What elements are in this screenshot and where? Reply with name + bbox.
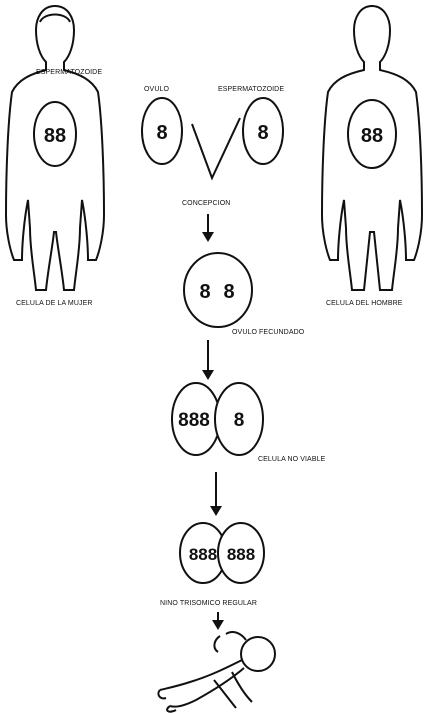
label-ovum: OVULO bbox=[144, 86, 169, 93]
arrow-down-1 bbox=[202, 214, 214, 242]
male-cell-chromosomes: 88 bbox=[361, 125, 383, 147]
final-right-chromosomes: 888 bbox=[227, 545, 255, 564]
split-left-chromosomes: 888 bbox=[178, 410, 210, 431]
trisomic-cells: 888 888 bbox=[180, 523, 264, 583]
fertilized-right-chromosome: 8 bbox=[223, 281, 234, 303]
female-cell: 88 bbox=[34, 102, 76, 166]
arrow-down-2 bbox=[202, 340, 214, 380]
dividing-cell: 888 8 bbox=[172, 383, 263, 455]
fertilized-ovum-cell: 8 8 bbox=[184, 253, 252, 327]
label-fertilized-ovum: OVULO FECUNDADO bbox=[232, 329, 305, 336]
arrow-down-3 bbox=[210, 472, 222, 516]
conception-v bbox=[192, 118, 240, 178]
fertilized-left-chromosome: 8 bbox=[199, 281, 210, 303]
baby-illustration bbox=[158, 632, 275, 712]
female-cell-chromosomes: 88 bbox=[44, 125, 66, 147]
label-sperm: ESPERMATOZOIDE bbox=[218, 86, 284, 93]
male-cell: 88 bbox=[348, 100, 396, 168]
label-female-cell: CELULA DE LA MUJER bbox=[16, 300, 93, 307]
arrow-down-4 bbox=[212, 612, 224, 630]
ovum-cell: 8 bbox=[142, 98, 182, 164]
label-female-sperm: ESPERMATOZOIDE bbox=[36, 69, 102, 76]
sperm-cell: 8 bbox=[243, 98, 283, 164]
ovum-chromosomes: 8 bbox=[156, 122, 167, 144]
label-nonviable-cell: CELULA NO VIABLE bbox=[258, 456, 326, 463]
label-trisomy-child: NINO TRISOMICO REGULAR bbox=[160, 600, 257, 607]
final-left-chromosomes: 888 bbox=[189, 545, 217, 564]
label-conception: CONCEPCION bbox=[182, 200, 230, 207]
sperm-chromosomes: 8 bbox=[257, 122, 268, 144]
label-male-cell: CELULA DEL HOMBRE bbox=[326, 300, 403, 307]
split-right-chromosome: 8 bbox=[234, 410, 245, 431]
